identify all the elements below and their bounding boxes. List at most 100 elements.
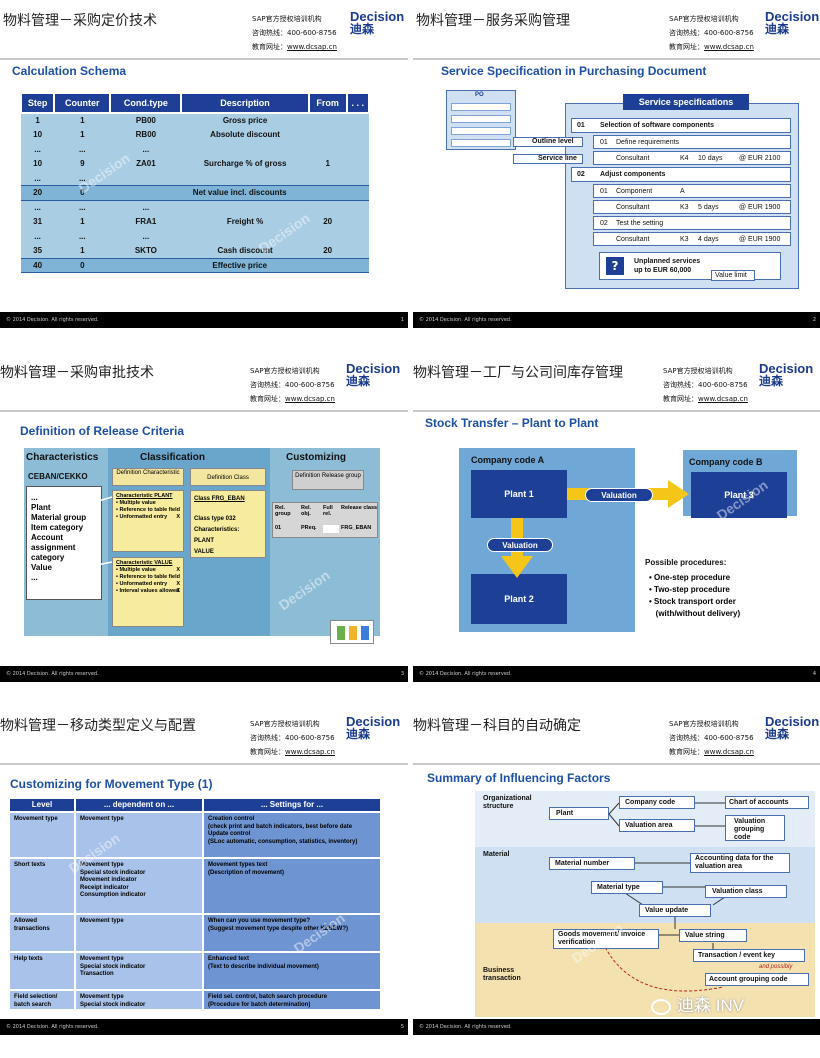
po-document: PO [446, 90, 516, 150]
x-mark: X [176, 514, 180, 520]
spec-row: 01 Define requirements [593, 135, 791, 149]
table-cell: Cash discount [181, 243, 309, 258]
possible-procedures-label: Possible procedures: [645, 558, 727, 567]
char-title: Characteristic VALUE [116, 560, 173, 566]
x-mark: X [176, 567, 180, 573]
info-line: 教育网址：www.dcsap.cn [250, 745, 335, 759]
arrow-line [61, 496, 113, 513]
service-line-text: Service line [538, 155, 577, 162]
url-link[interactable]: www.dcsap.cn [285, 748, 335, 756]
table-row: ......... [21, 142, 369, 157]
header-divider [413, 410, 820, 412]
valuation-area-text: Valuation area [625, 822, 673, 829]
characteristic-item: ... [31, 573, 38, 582]
char-item-text: • Reference to table field [116, 574, 180, 580]
brand-cn: 迪森 [765, 727, 790, 741]
url-link[interactable]: www.dcsap.cn [698, 395, 748, 403]
table-cell [346, 113, 369, 128]
table-cell: ZA01 [110, 156, 182, 171]
characteristic-item: Item category [31, 523, 84, 532]
url-link[interactable]: www.dcsap.cn [704, 748, 754, 756]
icon-block [361, 626, 369, 640]
x-mark: X [176, 588, 180, 594]
spec-row: Consultant K4 10 days @ EUR 2100 [593, 151, 791, 165]
value-update-text: Value update [645, 907, 689, 914]
icon-block [349, 626, 357, 640]
goods-movement-text: Goods movement/ invoice verification [558, 931, 646, 946]
table-cell: 10 [21, 156, 55, 171]
release-head: Rel. group [275, 505, 291, 517]
spec-text: K4 [680, 155, 689, 162]
outline-level-label: Outline level [513, 137, 583, 147]
spec-text: Selection of software components [600, 122, 714, 129]
table-cell: Allowed transactions [10, 915, 74, 951]
material-label: Material [483, 851, 510, 858]
url-link[interactable]: www.dcsap.cn [704, 43, 754, 51]
spec-num: 02 [577, 171, 585, 178]
transaction-key-box: Transaction / event key [693, 949, 805, 962]
col-header: Characteristics [26, 452, 99, 463]
footer: © 2014 Decision. All rights reserved. [413, 1019, 820, 1035]
spec-num: 01 [600, 188, 608, 195]
table-cell [346, 214, 369, 229]
table-cell [346, 127, 369, 142]
value-string-box: Value string [679, 929, 747, 942]
char-item: • Reference to table field [116, 507, 180, 514]
table-cell: Movement types text (Description of move… [204, 859, 380, 913]
brand-en: Decision [759, 361, 814, 376]
brand-en: Decision [765, 714, 820, 729]
unplanned-text: Unplanned services [634, 258, 701, 265]
table-cell: Movement type [76, 813, 202, 857]
char-title: Characteristic PLANT [116, 493, 173, 499]
header-divider [0, 763, 408, 765]
company-code-box: Company code [619, 796, 695, 809]
table-cell: Movement type Special stock indicator [76, 991, 202, 1009]
wechat-icon [651, 998, 671, 1015]
company-a-label: Company code A [471, 455, 545, 465]
value-string-text: Value string [685, 932, 725, 939]
plant1-box[interactable]: Plant 1 [471, 470, 567, 518]
table-cell: Movement type Special stock indicator Tr… [76, 953, 202, 989]
arrow-line [61, 561, 113, 573]
connector [608, 802, 620, 815]
slide-service-specification: 物料管理－服务采购管理 SAP官方授权培训机构 咨询热线：400-600-875… [413, 0, 820, 328]
table-row: ...... [21, 171, 369, 186]
table-cell: 35 [21, 243, 55, 258]
copyright: © 2014 Decision. All rights reserved. [419, 317, 512, 323]
plant3-box[interactable]: Plant 3 [691, 472, 787, 518]
url-link[interactable]: www.dcsap.cn [285, 395, 335, 403]
table-cell: Short texts [10, 859, 74, 913]
table-cell: Absolute discount [181, 127, 309, 142]
procedure-item: • Two-step procedure [649, 585, 730, 594]
info-prefix: 教育网址： [669, 748, 704, 756]
table-cell [346, 243, 369, 258]
po-line [451, 115, 511, 123]
goods-movement-box: Goods movement/ invoice verification [553, 929, 659, 949]
table-cell [181, 229, 309, 244]
spec-row: 01 Component A [593, 184, 791, 198]
def-class-box: Definition Class [190, 468, 266, 486]
table-cell: Movement type Special stock indicator Mo… [76, 859, 202, 913]
table-cell: 20 [21, 185, 55, 201]
characteristic-item: Plant [31, 503, 51, 512]
table-cell: 0 [54, 185, 111, 201]
table-cell: 1 [54, 127, 111, 142]
table-cell: 31 [21, 214, 55, 229]
plant2-box[interactable]: Plant 2 [471, 574, 567, 624]
material-number-text: Material number [555, 860, 610, 867]
table-cell: Field selection/ batch search [10, 991, 74, 1009]
info-line: SAP官方授权培训机构 [250, 720, 320, 728]
column-header: Step [19, 92, 56, 114]
vgc-box: Valuation grouping code [725, 815, 785, 841]
header-info: SAP官方授权培训机构 咨询热线：400-600-8756 教育网址：www.d… [663, 364, 748, 406]
table-cell [346, 200, 369, 215]
char-plant-box: Characteristic PLANT• Multiple value• Re… [112, 490, 184, 552]
info-line: SAP官方授权培训机构 [669, 720, 739, 728]
accounting-data-text: Accounting data for the valuation area [695, 855, 774, 870]
table-cell: Help texts [10, 953, 74, 989]
class-line: Class FRG_EBAN [194, 496, 245, 502]
url-link[interactable]: www.dcsap.cn [287, 43, 337, 51]
